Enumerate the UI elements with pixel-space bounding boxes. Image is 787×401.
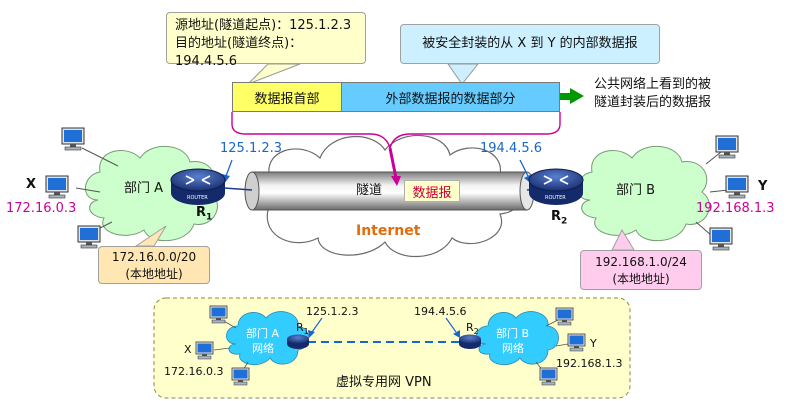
host-a3-icon [77,225,101,249]
lan-b-address-box: 192.168.1.0/24 (本地地址) [580,250,702,290]
host-y-icon [725,175,749,199]
vpn-router-r1 [287,334,309,349]
src-dest-pointer [247,63,301,85]
lan-a-address-box: 172.16.0.0/20 (本地地址) [98,246,210,284]
public-view-arrow [560,88,584,104]
vpn-host-y-ip: 192.168.1.3 [556,357,623,370]
vpn-host-b1-icon [555,307,574,326]
vpn-dept-b-line1: 部门 B [496,327,530,340]
vpn-r2-ip: 194.4.5.6 [414,305,467,318]
vpn-r1-ip: 125.1.2.3 [306,305,359,318]
packet-payload: 外部数据报的数据部分 [341,82,560,112]
vpn-host-b3-icon [539,367,558,386]
vpn-r2-label: R2 [466,322,479,336]
encapsulation-bracket [231,112,391,149]
vpn-dept-a-line1: 部门 A [246,327,280,340]
r2-label-sub: 2 [561,216,568,227]
vpn-host-x-label: X [184,343,192,356]
host-y-ip: 192.168.1.3 [696,201,775,216]
tunnel-payload-label: 数据报 [412,185,452,201]
vpn-host-x-icon [195,341,214,360]
vpn-r2-label-sub: 2 [473,327,479,337]
vpn-host-x-ip: 172.16.0.3 [164,365,224,378]
source-address-text: 源地址(隧道起点)：125.1.2.3 [175,18,352,33]
packet-payload-label: 外部数据报的数据部分 [385,91,516,107]
router-r2 [528,168,584,205]
vpn-host-y-icon [567,333,586,352]
host-y-label: Y [758,179,768,194]
inner-datagram-text: 被安全封装的从 X 到 Y 的内部数据报 [422,36,638,51]
dept-b-label: 部门 B [616,183,656,198]
packet-header-label: 数据报首部 [254,91,320,107]
r2-label-main: R [551,209,562,224]
host-x-label: X [26,177,37,192]
lan-a-network: 172.16.0.0/20 [111,250,197,264]
tunnel-payload-box: 数据报 [404,180,460,202]
r2-ip: 194.4.5.6 [480,141,543,156]
vpn-router-r2 [459,334,481,349]
packet-header: 数据报首部 [232,82,342,112]
vpn-r2-label-main: R [466,321,474,334]
router-r1 [170,168,226,205]
vpn-dept-a-line2: 网络 [252,342,274,355]
vpn-r1-label-sub: 1 [303,327,309,337]
lan-a-note: (本地地址) [125,267,183,281]
host-b3-icon [709,227,733,251]
r1-router-text: ROUTER [187,195,208,201]
lan-b-note: (本地地址) [612,272,670,286]
public-view-line2: 隧道封装后的数据报 [594,95,712,110]
tunnel-pipe [251,171,528,211]
dept-b-cloud [577,145,710,242]
tunnel-label: 隧道 [356,183,383,198]
dept-a-label: 部门 A [124,181,164,196]
vpn-dept-b-cloud [476,311,559,366]
vpn-r1-label: R1 [296,322,309,336]
vpn-r1-label-main: R [296,321,304,334]
inner-datagram-callout: 被安全封装的从 X 到 Y 的内部数据报 [400,24,660,64]
host-x-icon [45,175,69,199]
public-view-line1: 公共网络上看到的被 [594,77,712,92]
vpn-host-a3-icon [231,367,250,386]
r1-ip: 125.1.2.3 [220,141,283,156]
r2-router-text: ROUTER [545,195,566,201]
r1-label: R1 [196,206,212,223]
dest-address-text: 目的地址(隧道终点)：194.4.5.6 [175,36,303,69]
r2-label: R2 [551,210,567,227]
lan-b-network: 192.168.1.0/24 [595,255,687,269]
host-b1-icon [715,135,739,159]
vpn-host-y-label: Y [590,337,597,350]
host-a1-icon [61,127,85,151]
source-dest-callout: 源地址(隧道起点)：125.1.2.3 目的地址(隧道终点)：194.4.5.6 [166,12,366,69]
vpn-dept-b-line2: 网络 [502,342,524,355]
vpn-title: 虚拟专用网 VPN [336,375,432,390]
host-x-ip: 172.16.0.3 [6,201,77,216]
internet-label: Internet [356,223,421,239]
r1-label-sub: 1 [206,212,213,223]
inner-pointer [447,63,480,85]
vpn-host-a1-icon [209,305,228,324]
r1-label-main: R [196,205,207,220]
